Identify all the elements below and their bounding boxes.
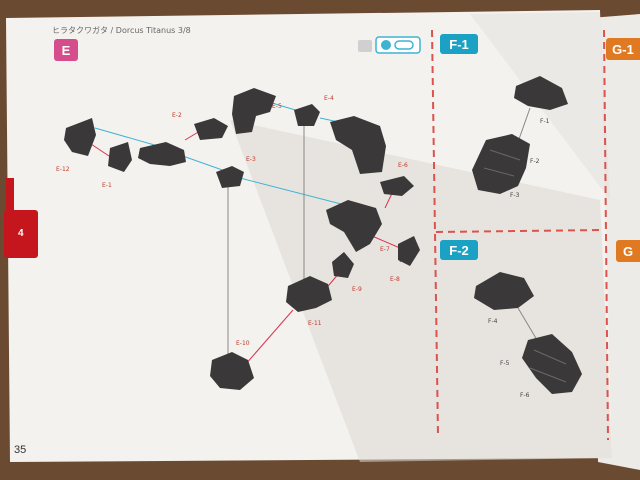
part-label: E-11 — [308, 320, 322, 327]
part-label: F-5 — [500, 360, 510, 367]
part-label: F-6 — [520, 392, 530, 399]
part — [64, 118, 96, 156]
part — [286, 276, 332, 312]
part-label: E-8 — [390, 276, 400, 283]
step-badge-g1: G-1 — [606, 38, 640, 60]
header-title: ヒラタクワガタ / Dorcus Titanus 3/8 — [52, 26, 191, 35]
tool-icon — [381, 40, 391, 50]
side-tab — [4, 210, 38, 258]
part — [514, 76, 568, 110]
part-label: E-1 — [102, 182, 112, 189]
part-label: E-6 — [398, 162, 408, 169]
page-number: 35 — [14, 444, 27, 456]
part — [330, 116, 386, 174]
side-tab-label: 4 — [18, 228, 24, 239]
part — [294, 104, 320, 126]
part — [380, 176, 414, 196]
part-label: E-12 — [56, 166, 70, 173]
part — [472, 134, 530, 194]
part — [232, 88, 276, 134]
part — [138, 142, 186, 166]
dashed-divider-horizontal — [435, 229, 605, 233]
step-badge-e: E — [54, 39, 78, 61]
part-label: E-10 — [236, 340, 250, 347]
part — [216, 166, 244, 188]
part — [194, 118, 228, 140]
part — [522, 334, 582, 394]
part-label: F-3 — [510, 192, 520, 199]
part — [474, 272, 534, 310]
tool-icon — [394, 40, 414, 50]
side-tab-edge — [6, 178, 14, 218]
part — [398, 236, 420, 266]
part-label: F-1 — [540, 118, 550, 125]
model-parts — [64, 76, 582, 394]
gray-icon — [358, 40, 372, 52]
part-label: F-2 — [530, 158, 540, 165]
part-label: F-4 — [488, 318, 498, 325]
step-badge-f2: F-2 — [440, 240, 478, 260]
part — [332, 252, 354, 278]
step-badge-f1: F-1 — [440, 34, 478, 54]
part-label: E-4 — [324, 95, 334, 102]
part-label: E-3 — [246, 156, 256, 163]
part — [108, 142, 132, 172]
step-badge-g: G — [616, 240, 640, 262]
shadow-area — [230, 120, 612, 462]
part-details — [483, 149, 567, 383]
part-label: E-2 — [172, 112, 182, 119]
part — [210, 352, 254, 390]
part-label: E-9 — [352, 286, 362, 293]
part-label: E-7 — [380, 246, 390, 253]
dashed-divider-right — [603, 29, 609, 441]
dashed-divider-vertical — [431, 29, 439, 437]
part — [326, 200, 382, 252]
part-label: E-5 — [272, 103, 282, 110]
